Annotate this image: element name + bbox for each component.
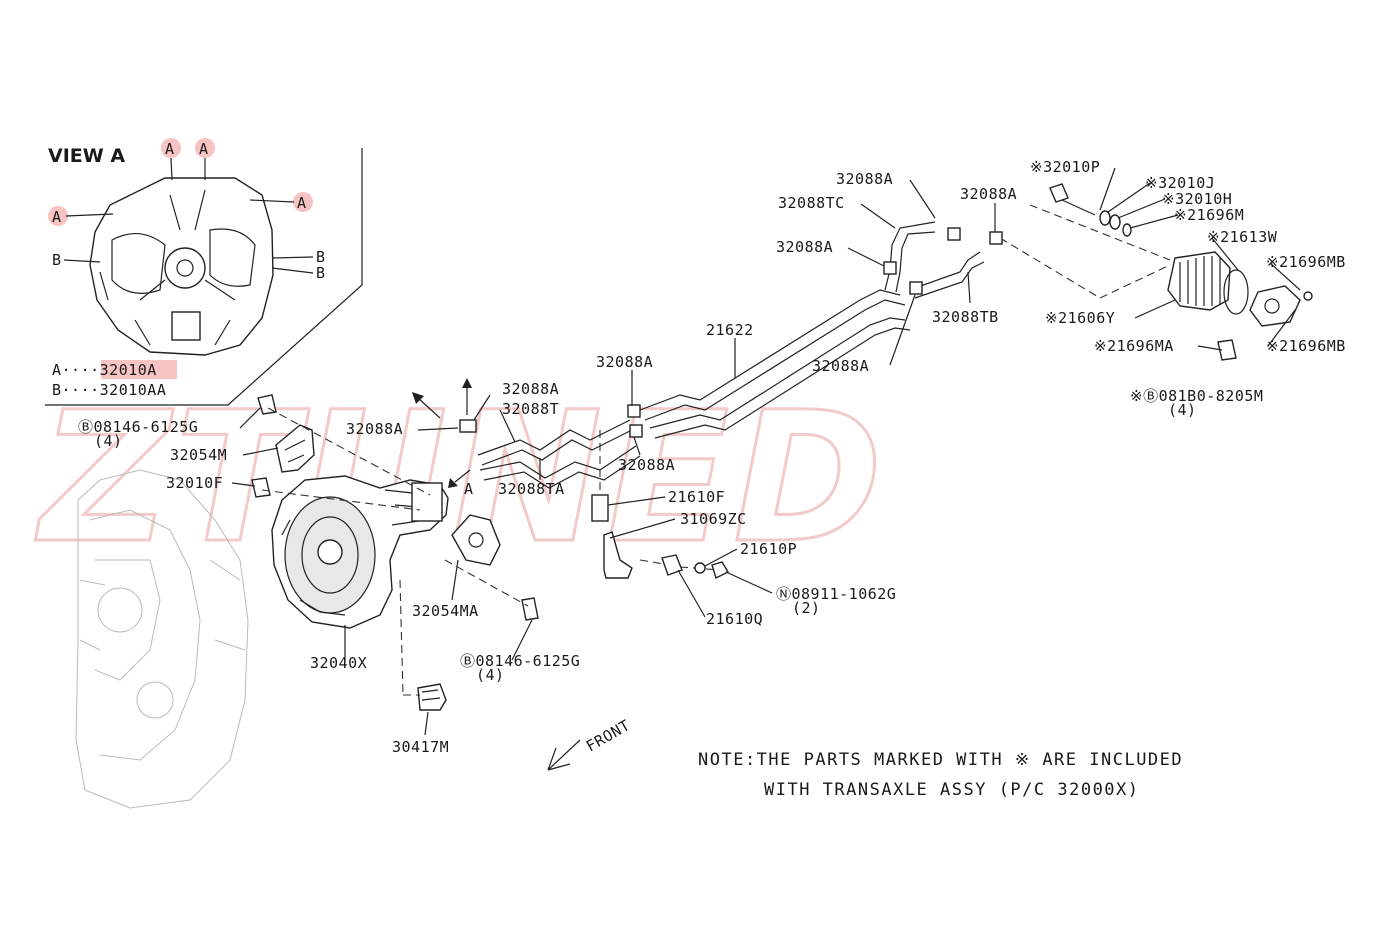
label-32088ta: 32088TA <box>498 480 565 498</box>
label-32054m: 32054M <box>170 446 227 464</box>
view-a-border <box>45 148 363 406</box>
label-21622: 21622 <box>706 321 754 339</box>
label-32088a: 32088A <box>960 185 1017 203</box>
hose-clamp <box>627 404 641 418</box>
legend-highlight <box>101 360 177 379</box>
label-32088tb: 32088TB <box>932 308 999 326</box>
label-08146-top: Ⓑ08146-6125G <box>78 418 198 436</box>
label-08146-top-qty: (4) <box>94 432 123 450</box>
label-21613w: ※21613W <box>1207 228 1278 246</box>
seal-32010j <box>1099 210 1111 226</box>
part-labels: ※32010P ※32010J ※32010H ※21696M ※21613W … <box>78 158 1346 756</box>
label-08911-qty: (2) <box>792 599 821 617</box>
bell-housing-window <box>171 311 201 341</box>
label-21610p: 21610P <box>740 540 797 558</box>
note-line-1: NOTE:THE PARTS MARKED WITH ※ ARE INCLUDE… <box>698 750 1183 770</box>
marker-a-label: A <box>52 208 62 226</box>
label-32010f: 32010F <box>166 474 223 492</box>
label-21606y: ※21606Y <box>1045 309 1115 327</box>
front-arrow: FRONT <box>547 716 633 771</box>
bracket-32054m <box>275 424 315 473</box>
label-21696ma: ※21696MA <box>1094 337 1174 355</box>
label-32040x: 32040X <box>310 654 367 672</box>
legend-b: B····32010AA <box>52 381 166 399</box>
bolt-08146-top <box>257 394 277 415</box>
marker-b-label: B <box>52 251 62 269</box>
bolt-32010p <box>1049 183 1069 203</box>
label-32010j: ※32010J <box>1145 174 1215 192</box>
seal-32010h <box>1109 214 1121 230</box>
marker-b-label: B <box>316 248 326 266</box>
label-32088tc: 32088TC <box>778 194 845 212</box>
oring-21696m <box>1122 223 1132 237</box>
part-30417m <box>417 683 447 711</box>
label-30417m: 30417M <box>392 738 449 756</box>
marker-b-label: B <box>316 264 326 282</box>
label-32088a: 32088A <box>836 170 893 188</box>
label-08146-bottom: Ⓑ08146-6125G <box>460 652 580 670</box>
cooler-21606y <box>1167 251 1231 311</box>
hose-clamp <box>989 231 1003 245</box>
view-a-title: VIEW A <box>48 145 125 167</box>
label-32010h: ※32010H <box>1162 190 1232 208</box>
part-21610f <box>591 494 609 522</box>
note-line-2: WITH TRANSAXLE ASSY (P/C 32000X) <box>764 780 1140 800</box>
marker-a-label: A <box>297 194 307 212</box>
label-arrow-a: A <box>464 480 474 498</box>
label-31069zc: 31069ZC <box>680 510 747 528</box>
nut-08911 <box>711 561 729 579</box>
bracket-32054ma <box>451 514 501 566</box>
marker-a-label: A <box>165 140 175 158</box>
trans-flange <box>411 482 443 522</box>
bolt-32010f <box>251 477 271 498</box>
label-21696mb-b: ※21696MB <box>1266 337 1346 355</box>
cover-21696mb <box>1249 285 1301 327</box>
hose-clamp <box>459 419 477 433</box>
marker-a-label: A <box>199 140 209 158</box>
bell-housing-hub <box>164 247 206 289</box>
bolt-08146-bottom <box>521 597 539 621</box>
label-32088a: 32088A <box>618 456 675 474</box>
label-21610q: 21610Q <box>706 610 763 628</box>
label-32088a: 32088A <box>776 238 833 256</box>
hose-clamp <box>909 281 923 295</box>
hose-clamp <box>947 227 961 241</box>
hose-clamp <box>883 261 897 275</box>
marker-a-highlight <box>48 206 68 226</box>
label-081b0-qty: (4) <box>1168 401 1197 419</box>
label-32010p: ※32010P <box>1030 158 1100 176</box>
label-21696mb-a: ※21696MB <box>1266 253 1346 271</box>
label-32088a: 32088A <box>596 353 653 371</box>
part-21610p <box>694 562 706 574</box>
bolt-081b0 <box>1217 339 1237 361</box>
oring-21613w <box>1223 269 1249 315</box>
transmission-assy <box>271 475 449 629</box>
label-32088a: 32088A <box>502 380 559 398</box>
label-32088a: 32088A <box>812 357 869 375</box>
cooler-pipes <box>459 221 1003 489</box>
label-32088t: 32088T <box>502 400 559 418</box>
label-081b0: ※Ⓑ081B0-8205M <box>1130 387 1263 405</box>
label-08146-bottom-qty: (4) <box>476 666 505 684</box>
leader-lines <box>231 167 1301 736</box>
oil-cooler-assy <box>1049 183 1313 361</box>
label-21696m: ※21696M <box>1174 206 1244 224</box>
label-08911: Ⓝ08911-1062G <box>776 585 896 603</box>
legend-a: A····32010A <box>52 361 157 379</box>
hose-clamp <box>629 424 643 438</box>
engine-outline <box>75 469 249 809</box>
view-a-inset: VIEW A A A A A B B B A····32010A B····32… <box>45 138 363 406</box>
part-21610q <box>661 554 683 576</box>
label-21610f: 21610F <box>668 488 725 506</box>
label-32088a: 32088A <box>346 420 403 438</box>
label-32054ma: 32054MA <box>412 602 479 620</box>
front-label: FRONT <box>583 716 633 755</box>
